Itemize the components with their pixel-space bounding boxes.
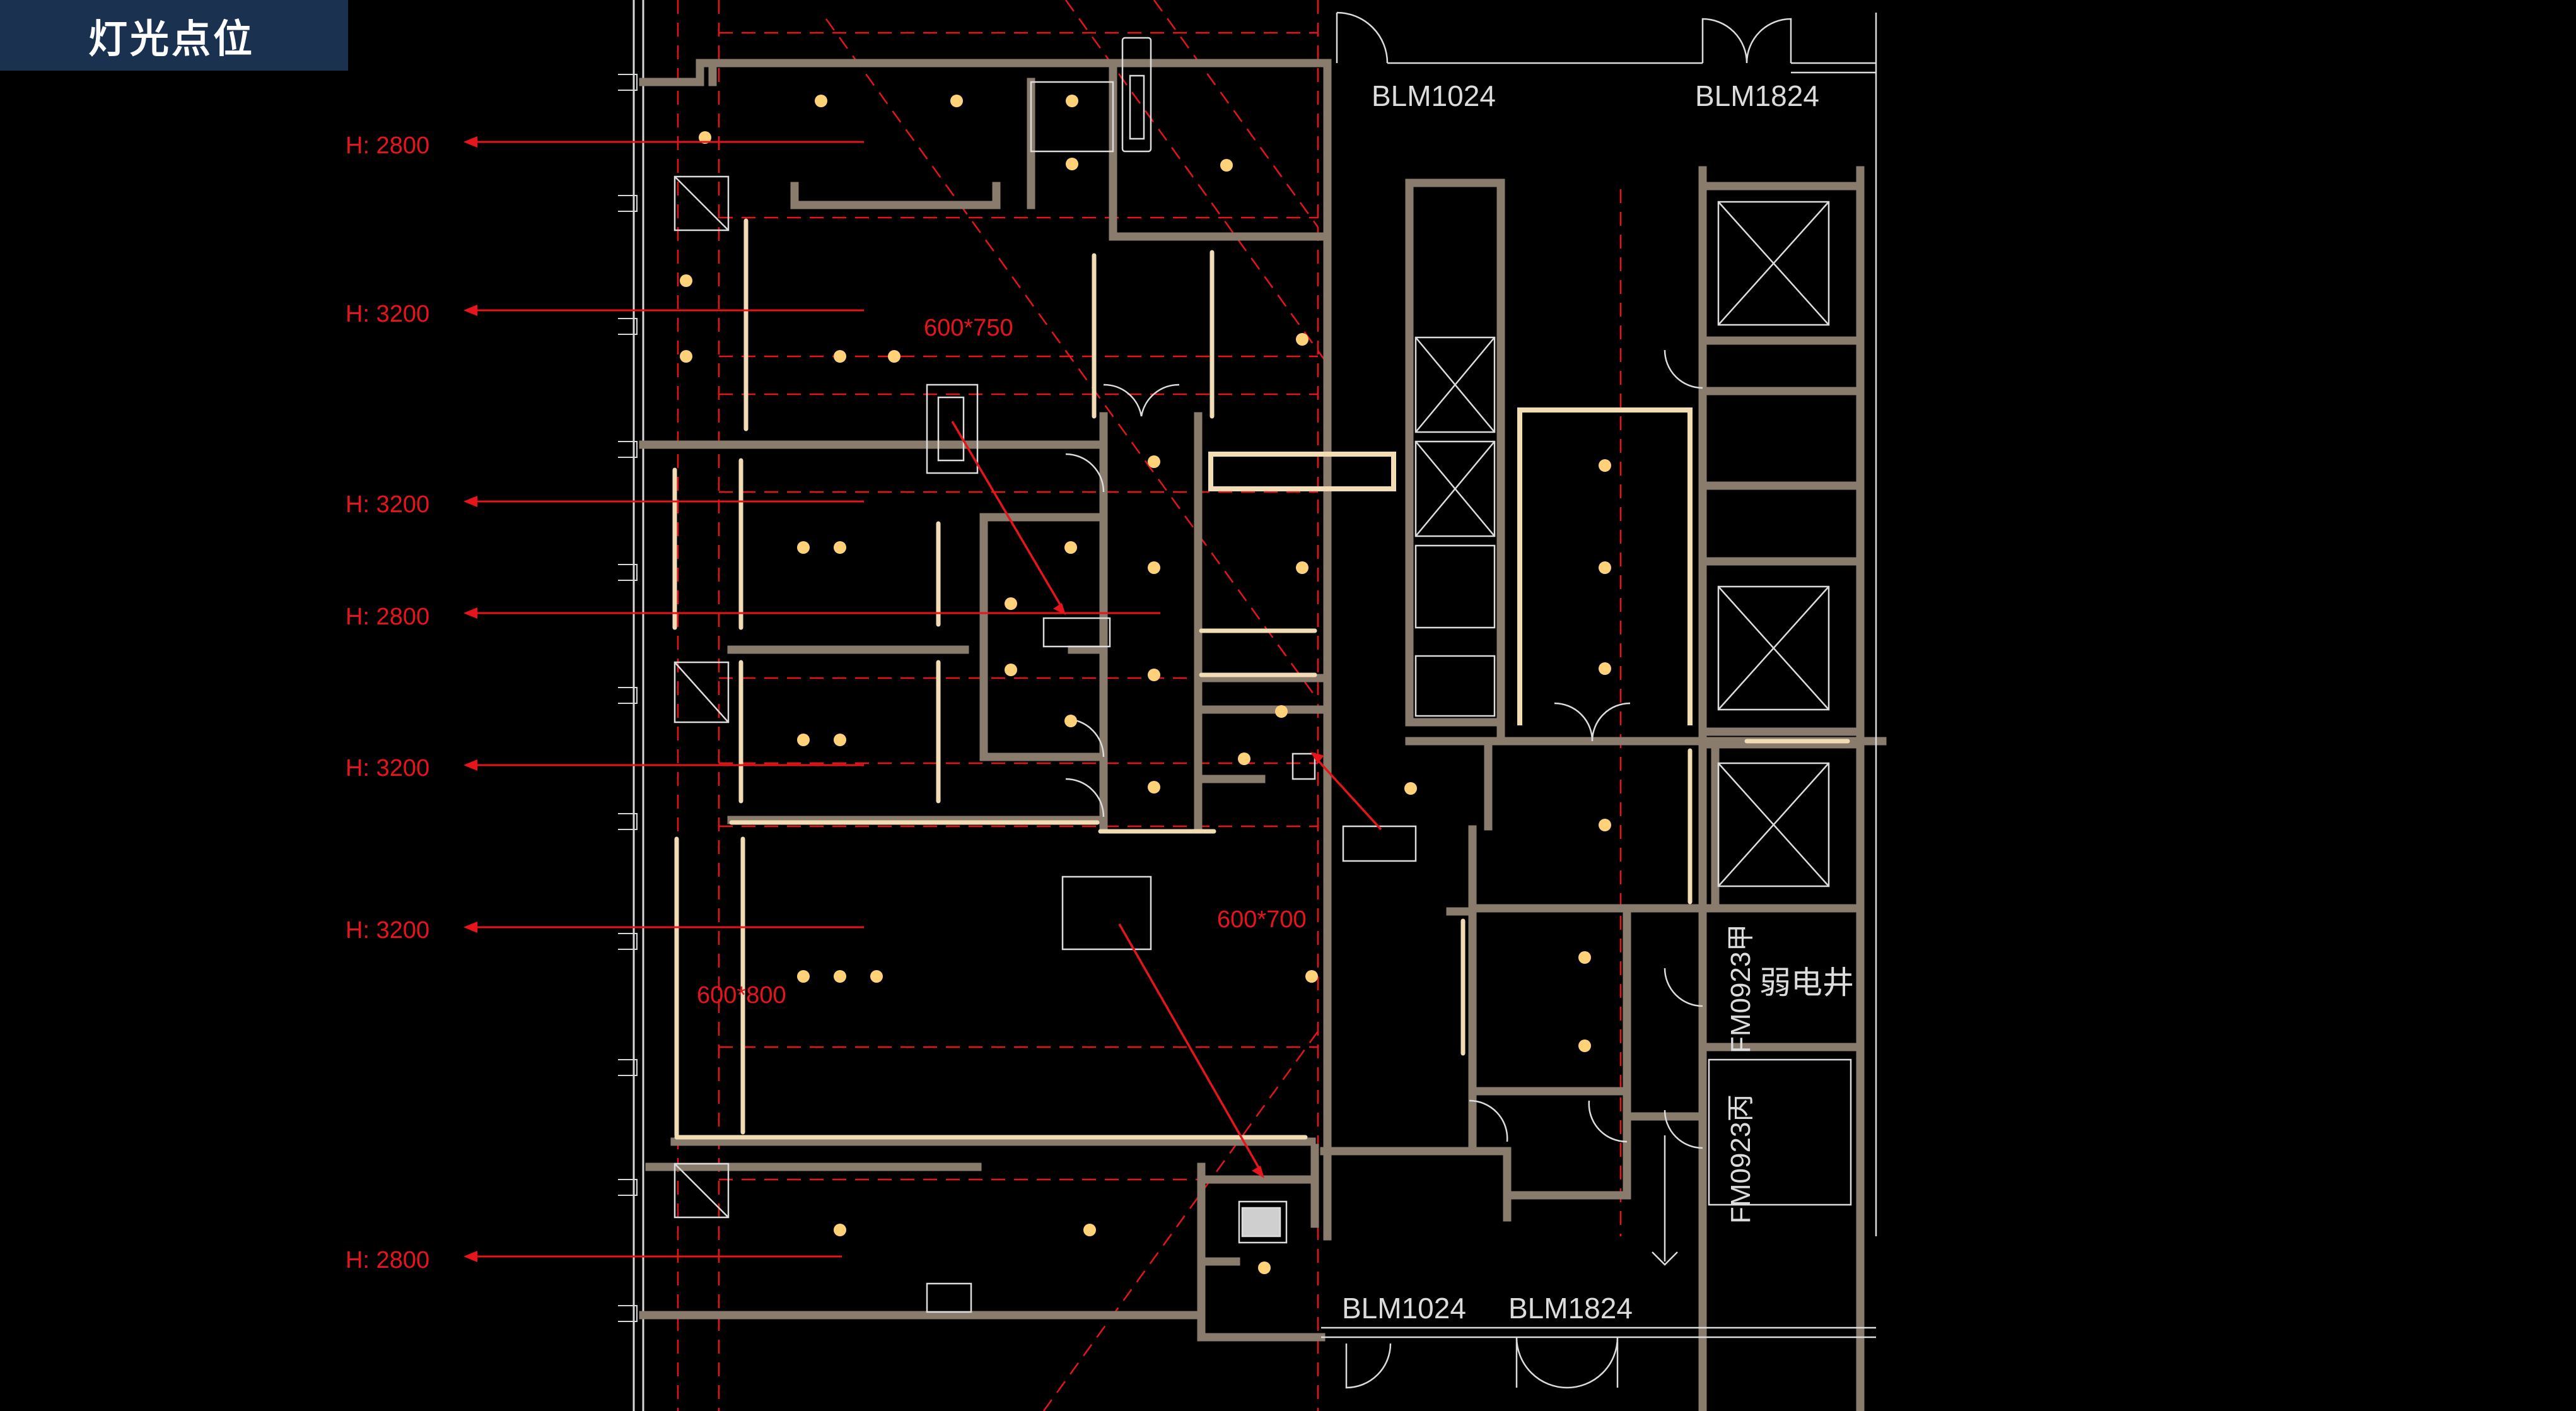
height-label: H: 3200 <box>346 755 429 782</box>
height-label: H: 2800 <box>346 132 429 159</box>
height-label: H: 3200 <box>346 917 429 944</box>
room-labels: 弱电井 FM0923甲 FM0923丙 <box>1725 924 1854 1224</box>
dimension-label: 600*750 <box>924 315 1013 341</box>
dimension-label: 600*700 <box>1217 906 1307 933</box>
height-label: H: 2800 <box>346 604 429 630</box>
fire-door-label-1: FM0923甲 <box>1725 924 1756 1053</box>
reference-lines <box>677 0 1622 1411</box>
cad-details <box>673 11 1877 1389</box>
height-labels: H: 2800 H: 3200 H: 3200 H: 2800 H: 3200 … <box>346 132 429 1273</box>
weak-current-shaft-label: 弱电井 <box>1759 964 1854 1001</box>
height-label: H: 3200 <box>346 301 429 327</box>
interior-walls <box>639 59 1887 1411</box>
door-label: BLM1024 <box>1342 1292 1466 1325</box>
door-label: BLM1024 <box>1372 79 1496 112</box>
door-label: BLM1824 <box>1695 79 1819 112</box>
dimension-label: 600*800 <box>697 982 786 1009</box>
height-leader-lines <box>463 136 1160 1262</box>
page-title: 灯光点位 <box>88 16 255 62</box>
height-label: H: 3200 <box>346 491 429 518</box>
dimension-labels: 600*750 600*700 600*800 <box>697 315 1307 1009</box>
linear-lights <box>672 218 1850 1140</box>
light-troughs <box>1208 407 1693 725</box>
exterior-wall <box>618 0 644 1411</box>
spot-lights <box>680 95 1611 1274</box>
door-label: BLM1824 <box>1508 1292 1633 1325</box>
height-label: H: 2800 <box>346 1247 429 1273</box>
fire-door-label-2: FM0923丙 <box>1725 1094 1756 1224</box>
door-labels: BLM1024 BLM1824 BLM1024 BLM1824 <box>1342 79 1819 1325</box>
detail-arrows <box>951 421 1382 1178</box>
title-bar: 灯光点位 <box>0 0 348 71</box>
